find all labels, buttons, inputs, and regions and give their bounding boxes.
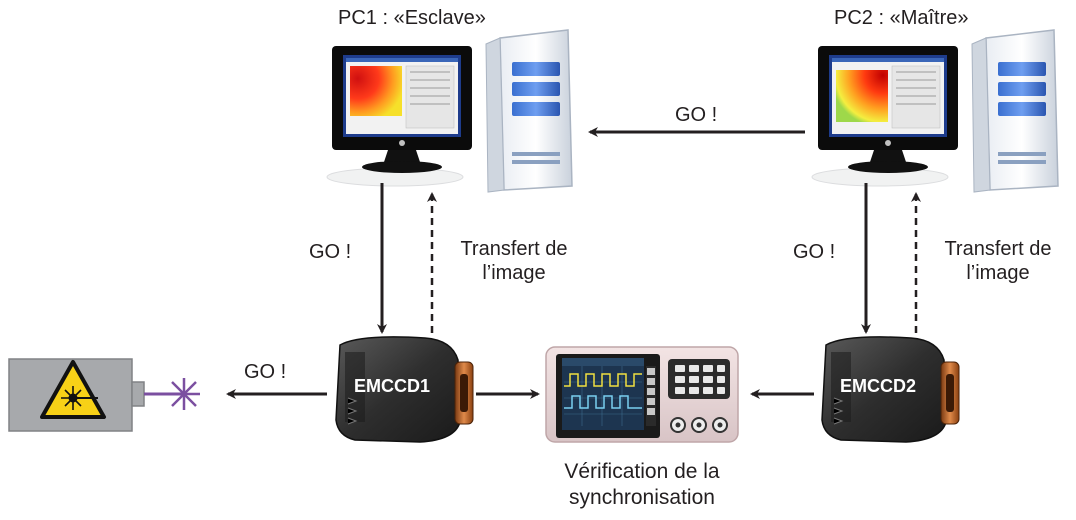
pc2-tower [971, 29, 1059, 193]
emccd1-label: EMCCD1 [354, 376, 431, 396]
emccd2-label: EMCCD2 [840, 376, 917, 396]
pc1-drive-bay-3 [512, 102, 560, 116]
oscilloscope [545, 346, 739, 443]
pc1-monitor [332, 46, 472, 173]
label-transfer-cam1-line2: l’image [482, 262, 546, 284]
oscilloscope-caption-line1: Vérification de la [564, 460, 720, 483]
label-transfer-cam1-line1: Transfert de [460, 238, 568, 260]
oscilloscope-screen [562, 358, 644, 430]
arrows [226, 127, 921, 399]
label-go-emccd1-to-laser: GO ! [244, 361, 287, 383]
emccd1-camera [335, 336, 474, 443]
pc1-drive-bay-1 [512, 62, 560, 76]
label-transfer-cam1: Transfert de l’image [440, 237, 588, 285]
label-transfer-cam2-line1: Transfert de [944, 238, 1052, 260]
emccd2-camera [821, 336, 960, 443]
pc2-drive-bay-1 [998, 62, 1046, 76]
oscilloscope-caption: Vérification de la synchronisation [528, 459, 756, 511]
pc2-drive-bay-2 [998, 82, 1046, 96]
pc1-tower [485, 29, 573, 193]
laser-warning-icon [40, 360, 106, 419]
pc2-monitor [818, 46, 958, 173]
label-go-pc2-to-emccd2: GO ! [793, 241, 836, 263]
pc2-title: PC2 : «Maître» [834, 7, 969, 29]
oscilloscope-trace-2 [564, 395, 642, 409]
pc1-drive-bay-2 [512, 82, 560, 96]
label-go-pc1-to-emccd1: GO ! [309, 241, 352, 263]
pc1-title: PC1 : «Esclave» [338, 7, 486, 29]
oscilloscope-connectors [670, 417, 728, 433]
laser-source [8, 358, 200, 432]
pc1-heatmap [350, 66, 402, 116]
laser-nozzle [131, 381, 145, 407]
pc1-computer [326, 29, 573, 193]
pc2-heatmap [836, 70, 888, 122]
label-transfer-cam2-line2: l’image [966, 262, 1030, 284]
oscilloscope-trace-1 [564, 373, 642, 387]
pc2-drive-bay-3 [998, 102, 1046, 116]
label-transfer-cam2: Transfert de l’image [924, 237, 1072, 285]
pc2-computer [811, 29, 1059, 193]
laser-emission-star-icon [168, 378, 200, 410]
oscilloscope-caption-line2: synchronisation [569, 486, 715, 509]
label-go-pc2-to-pc1: GO ! [675, 104, 718, 126]
